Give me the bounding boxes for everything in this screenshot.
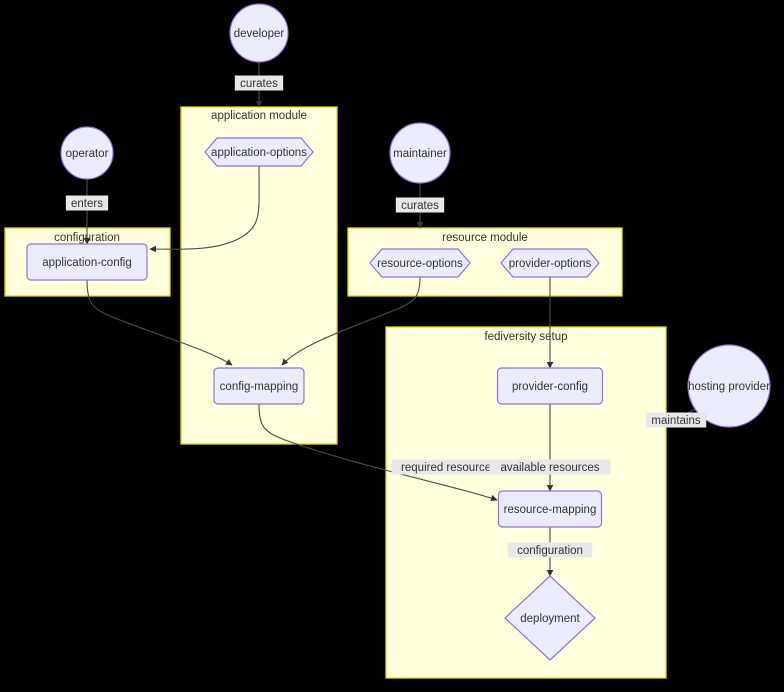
nodes-layer: developer operator maintainer hosting provi… (26, 3, 771, 661)
cluster-label: fediversity setup (484, 331, 567, 343)
node-hosting-provider[interactable]: hosting provider (687, 344, 771, 428)
rect-shape[interactable] (213, 367, 305, 405)
node-label: hosting provider (688, 381, 770, 393)
edge-label-text: required resources (401, 462, 497, 474)
node-label: maintainer (393, 148, 447, 160)
edge-application-options-to-application-config (149, 165, 260, 253)
edge-label-background (395, 197, 445, 213)
circle-shape[interactable] (687, 344, 771, 428)
edge-label-hosting-provider-to-fediversity-setup: maintains (645, 412, 707, 428)
rect-shape[interactable] (26, 243, 148, 281)
hexagon-shape[interactable] (369, 248, 471, 278)
node-resource-mapping[interactable]: resource-mapping (497, 490, 603, 528)
node-label: operator (66, 148, 109, 160)
node-label: deployment (520, 613, 580, 625)
node-application-config[interactable]: application-config (26, 243, 148, 281)
rect-shape[interactable] (497, 490, 603, 528)
edge-label-config-mapping-to-resource-mapping: required resources (391, 459, 507, 475)
edge-label-background (65, 195, 109, 211)
node-provider-options[interactable]: provider-options (500, 248, 600, 278)
node-label: application-config (42, 257, 132, 269)
circle-shape[interactable] (60, 126, 114, 180)
edge-label-text: curates (240, 78, 278, 90)
rect-shape[interactable] (496, 367, 604, 405)
node-application-options[interactable]: application-options (204, 137, 314, 167)
edge-label-developer-to-application-module: curates (234, 75, 284, 91)
node-maintainer[interactable]: maintainer (389, 122, 451, 184)
node-label: config-mapping (220, 381, 299, 393)
edge-config-mapping-to-resource-mapping (258, 403, 498, 502)
node-label: resource-options (377, 258, 463, 270)
node-config-mapping[interactable]: config-mapping (213, 367, 305, 405)
edge-label-text: maintains (651, 415, 700, 427)
node-label: provider-options (509, 258, 592, 270)
node-label: developer (234, 28, 285, 40)
node-resource-options[interactable]: resource-options (369, 248, 471, 278)
diamond-shape[interactable] (504, 575, 596, 661)
edge-label-background (489, 459, 611, 475)
node-label: resource-mapping (504, 504, 597, 516)
cluster-label: application module (211, 110, 307, 122)
edge-label-operator-to-application-config: enters (65, 195, 109, 211)
edge-application-config-to-config-mapping (86, 279, 233, 366)
edge-label-background (507, 542, 593, 558)
hexagon-shape[interactable] (500, 248, 600, 278)
edge-label-text: curates (401, 200, 439, 212)
node-label: provider-config (512, 381, 588, 393)
node-developer[interactable]: developer (229, 3, 289, 63)
edge-label-background (234, 75, 284, 91)
node-operator[interactable]: operator (60, 126, 114, 180)
edge-resource-options-to-config-mapping (281, 276, 421, 366)
circle-shape[interactable] (389, 122, 451, 184)
cluster-label: resource module (442, 232, 528, 244)
hexagon-shape[interactable] (204, 137, 314, 167)
edge-label-text: enters (71, 198, 103, 210)
node-label: application-options (211, 147, 307, 159)
edge-label-text: configuration (517, 545, 583, 557)
circle-shape[interactable] (229, 3, 289, 63)
edge-label-resource-mapping-to-deployment: configuration (507, 542, 593, 558)
node-deployment[interactable]: deployment (504, 575, 596, 661)
edge-label-background (645, 412, 707, 428)
node-provider-config[interactable]: provider-config (496, 367, 604, 405)
edge-label-text: available resources (500, 462, 599, 474)
edge-label-maintainer-to-resource-module: curates (395, 197, 445, 213)
edge-label-background (391, 459, 507, 475)
edge-label-provider-config-to-resource-mapping: available resources (489, 459, 611, 475)
